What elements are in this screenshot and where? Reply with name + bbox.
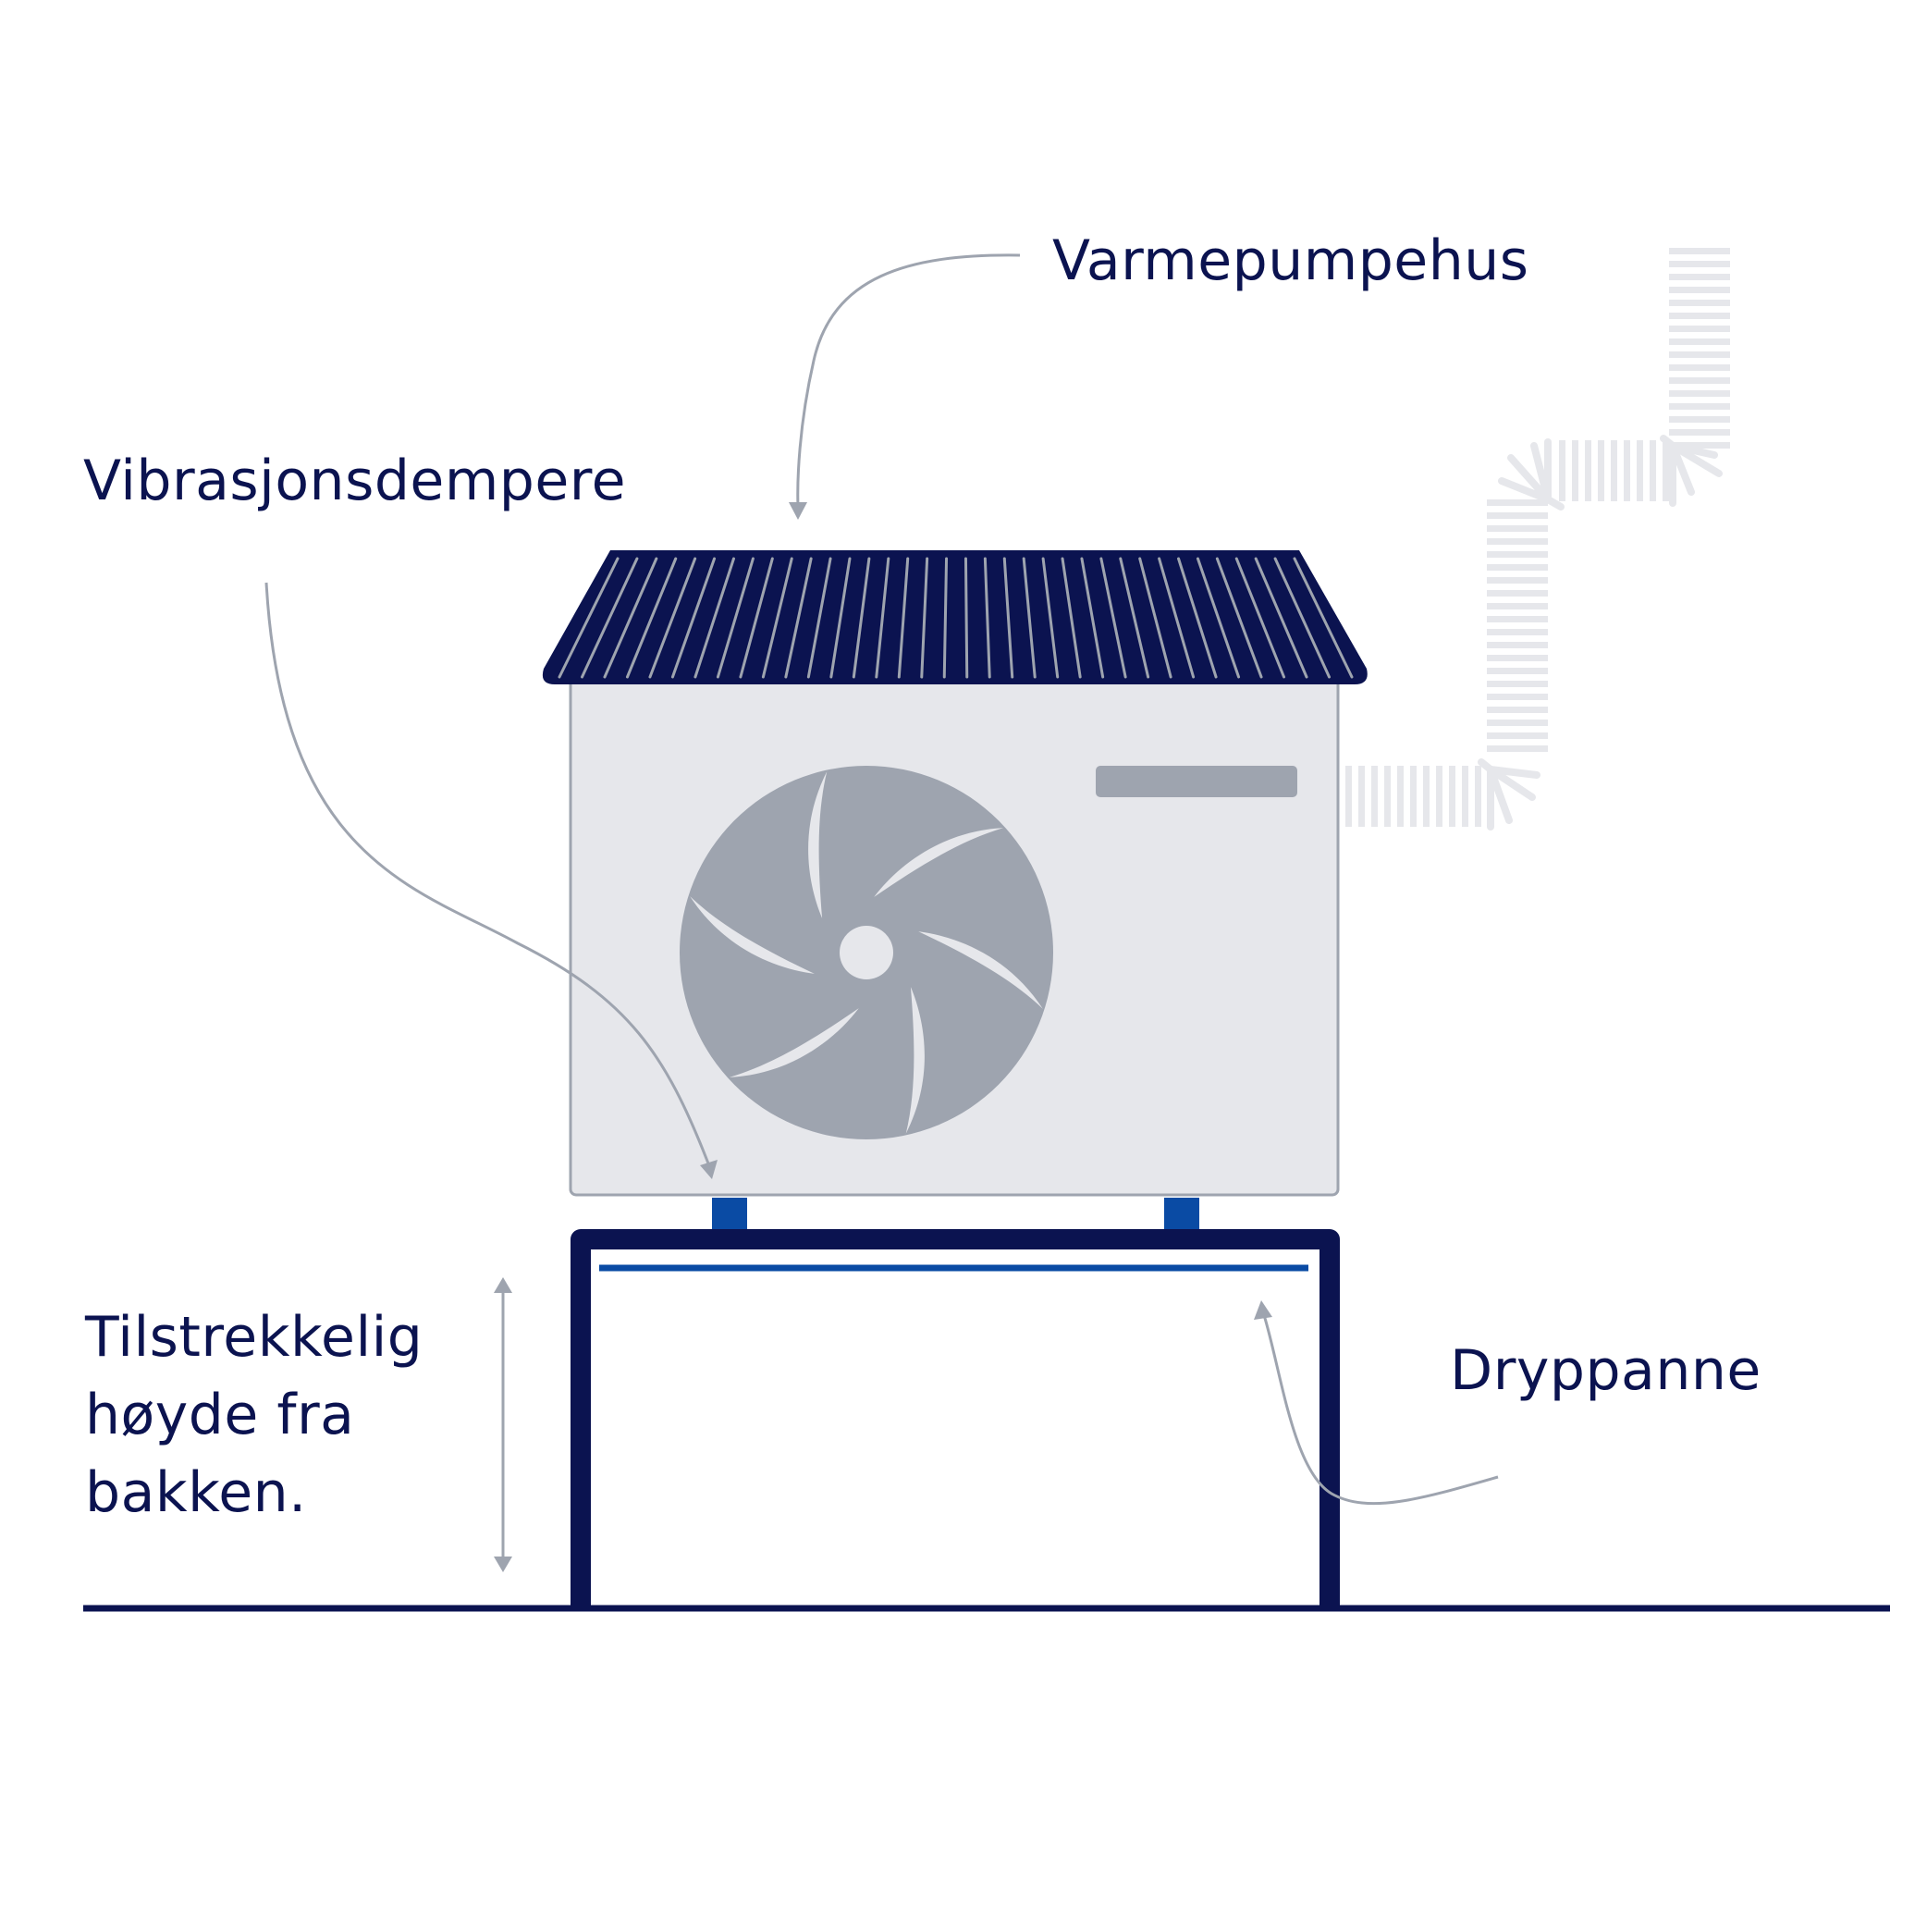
label-ground-height: Tilstrekkelig høyde fra bakken. — [85, 1305, 423, 1525]
stand-frame — [571, 1229, 1340, 1606]
label-drip-pan: Dryppanne — [1450, 1338, 1761, 1403]
leader-dampers — [264, 582, 718, 1179]
airflow-arrow-icon — [1345, 248, 1730, 831]
height-indicator — [494, 1277, 512, 1572]
unit-display-panel — [1096, 766, 1297, 797]
vibration-damper-left — [712, 1198, 747, 1231]
leader-drip-pan — [1254, 1300, 1499, 1506]
fan-icon — [680, 766, 1053, 1139]
housing-roof — [542, 550, 1368, 684]
leader-housing — [789, 253, 1021, 520]
label-housing: Varmepumpehus — [1052, 228, 1529, 293]
vibration-damper-right — [1164, 1198, 1199, 1231]
label-vibration-dampers: Vibrasjonsdempere — [83, 449, 627, 513]
roof-slats — [558, 557, 1354, 679]
